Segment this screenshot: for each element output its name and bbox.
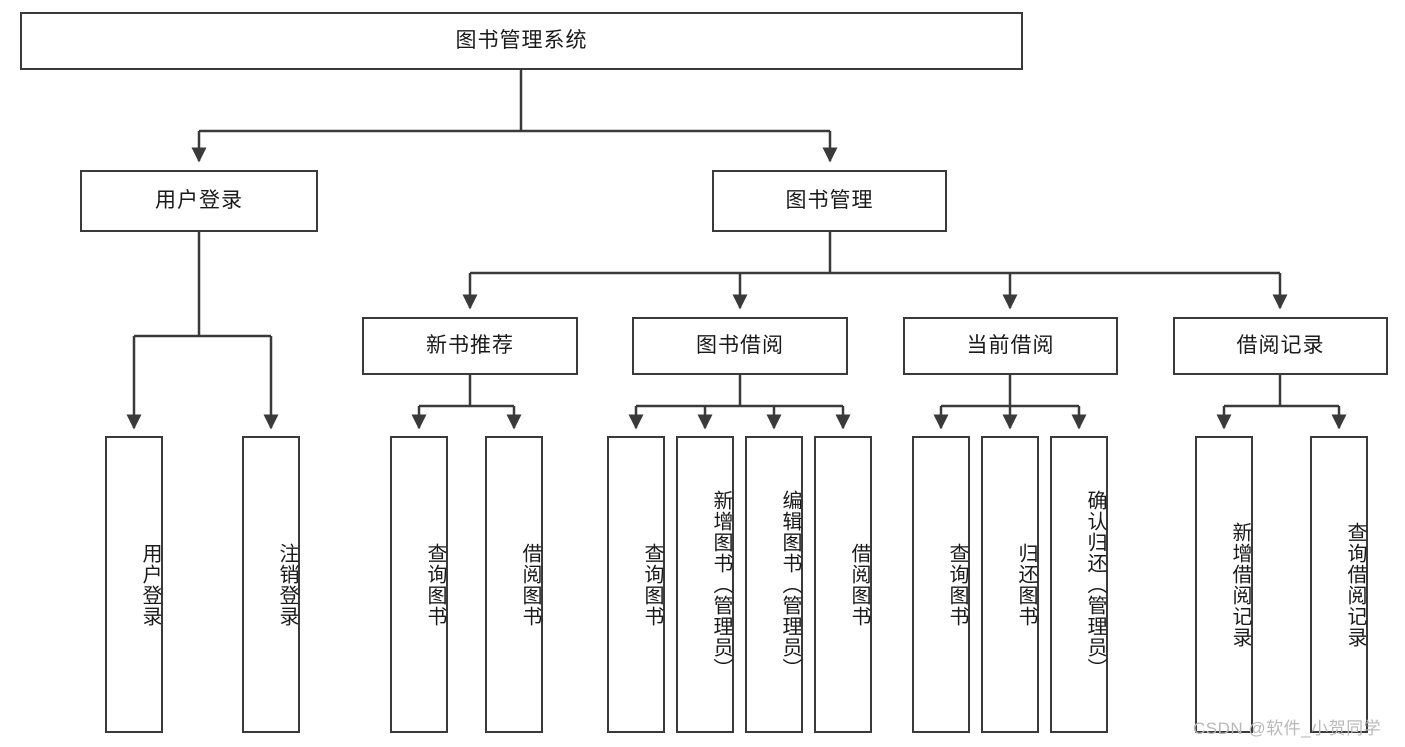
node-user-login[interactable]: 用户登录 bbox=[80, 170, 318, 232]
node-leaf-edit-book[interactable]: 编辑图书（管理员） bbox=[745, 436, 803, 733]
node-label: 新增图书（管理员） bbox=[710, 490, 732, 679]
node-label: 查询借阅记录 bbox=[1344, 521, 1366, 648]
node-label: 确认归还（管理员） bbox=[1084, 490, 1106, 679]
node-leaf-user-login[interactable]: 用户登录 bbox=[105, 436, 163, 733]
csdn-watermark: CSDN @软件_小贺同学 bbox=[1193, 719, 1382, 738]
node-current-borrow[interactable]: 当前借阅 bbox=[903, 317, 1118, 375]
node-leaf-query-book-current[interactable]: 查询图书 bbox=[912, 436, 970, 733]
node-label: 借阅图书 bbox=[519, 542, 541, 627]
node-label: 图书管理 bbox=[785, 189, 874, 213]
node-leaf-query-book-recommend[interactable]: 查询图书 bbox=[390, 436, 448, 733]
node-label: 查询图书 bbox=[946, 542, 968, 627]
node-label: 查询图书 bbox=[424, 542, 446, 627]
node-label: 查询图书 bbox=[641, 542, 663, 627]
node-label: 用户登录 bbox=[139, 542, 161, 627]
node-label: 新增借阅记录 bbox=[1229, 521, 1251, 648]
node-leaf-query-borrow-record[interactable]: 查询借阅记录 bbox=[1310, 436, 1368, 733]
node-label: 注销登录 bbox=[276, 542, 298, 627]
node-leaf-confirm-return[interactable]: 确认归还（管理员） bbox=[1050, 436, 1108, 733]
node-leaf-add-borrow-record[interactable]: 新增借阅记录 bbox=[1195, 436, 1253, 733]
node-borrow-record[interactable]: 借阅记录 bbox=[1173, 317, 1388, 375]
node-leaf-query-book-borrow[interactable]: 查询图书 bbox=[607, 436, 665, 733]
node-new-book-recommend[interactable]: 新书推荐 bbox=[362, 317, 578, 375]
node-label: 借阅记录 bbox=[1236, 334, 1325, 358]
node-label: 当前借阅 bbox=[966, 334, 1055, 358]
node-label: 图书管理系统 bbox=[455, 29, 588, 53]
node-label: 编辑图书（管理员） bbox=[779, 490, 801, 679]
node-leaf-logout[interactable]: 注销登录 bbox=[242, 436, 300, 733]
node-label: 用户登录 bbox=[155, 189, 243, 213]
node-label: 借阅图书 bbox=[848, 542, 870, 627]
node-book-borrow[interactable]: 图书借阅 bbox=[632, 317, 848, 375]
node-leaf-add-book[interactable]: 新增图书（管理员） bbox=[676, 436, 734, 733]
node-leaf-borrow-book[interactable]: 借阅图书 bbox=[814, 436, 872, 733]
node-book-management[interactable]: 图书管理 bbox=[712, 170, 947, 232]
node-root-system[interactable]: 图书管理系统 bbox=[20, 12, 1023, 70]
node-label: 新书推荐 bbox=[426, 334, 514, 358]
node-leaf-borrow-book-recommend[interactable]: 借阅图书 bbox=[485, 436, 543, 733]
node-label: 归还图书 bbox=[1015, 542, 1037, 627]
node-label: 图书借阅 bbox=[696, 334, 784, 358]
node-leaf-return-book[interactable]: 归还图书 bbox=[981, 436, 1039, 733]
